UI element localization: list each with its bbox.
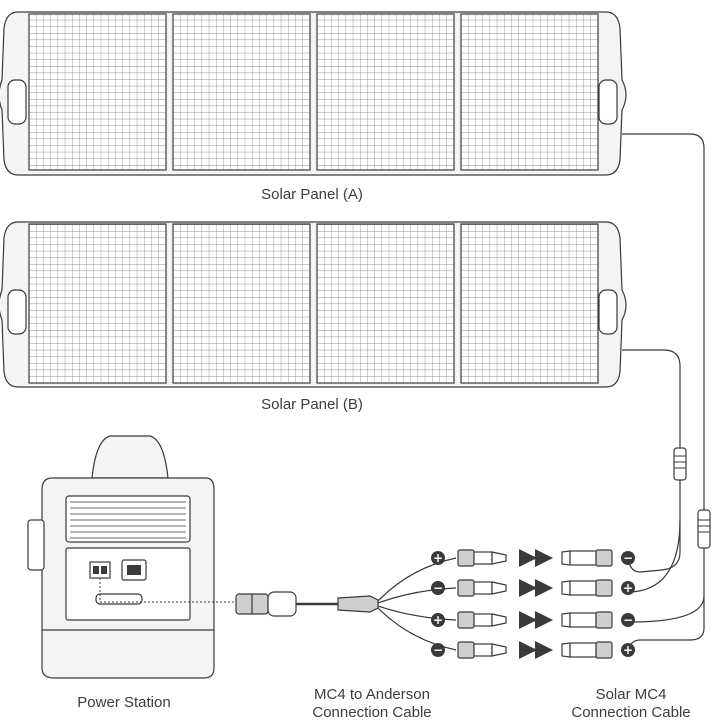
mc4-anderson-cable-label-line1: MC4 to Anderson [314,686,430,703]
panel-a-handle-left [7,79,27,125]
branch-wire-4 [377,607,457,651]
solar-mc4-cable-label-line2: Connection Cable [571,704,691,721]
left-polarity-symbol-2: − [433,581,443,595]
panel-b-module-1 [28,223,167,384]
right-connector-2 [561,579,613,597]
panel-b-module-3 [316,223,455,384]
panel-a-branch [629,595,705,623]
left-polarity-badge-4 [431,643,445,657]
panel-b-cable [622,349,681,448]
left-polarity-badge-1 [431,551,445,565]
mc4-to-anderson-cable [235,557,457,651]
solar-panel-b-label: Solar Panel (B) [261,396,363,413]
panel-a-module-4 [460,13,599,171]
port-cover-slot [95,593,143,605]
right-polarity-badges: − + − + [621,551,635,657]
panel-a-cable-lower [627,548,705,653]
left-polarity-badge-2 [431,581,445,595]
solar-panel-a [0,11,627,176]
right-polarity-badge-1 [621,551,635,565]
mc4-anderson-cable-label-line2: Connection Cable [312,704,432,721]
power-station-front-panel [65,547,191,621]
inline-connector-b-ridges [674,455,686,469]
panel-b-branch [629,519,681,593]
panel-a-handle-right [598,79,618,125]
panel-a-cable [622,133,705,510]
ac-input-port-inner [127,565,141,575]
branch-wire-3 [377,605,457,621]
panel-a-module-1 [28,13,167,171]
anderson-port-left-pin [93,566,99,574]
power-station-vent [65,495,191,543]
right-polarity-symbol-2: + [623,581,633,595]
left-polarity-badges: + − + − [431,551,445,657]
left-connector-1 [457,549,507,567]
connection-arrows [519,549,553,659]
right-polarity-badge-4 [621,643,635,657]
right-connector-4 [561,641,613,659]
right-polarity-badge-3 [621,613,635,627]
power-station [27,435,215,679]
power-station-vent-lines [70,501,186,539]
right-connector-3 [561,611,613,629]
panel-a-module-3 [316,13,455,171]
left-connector-4 [457,641,507,659]
solar-panel-a-label: Solar Panel (A) [261,186,363,203]
port-dotted-link [99,578,236,603]
inline-connector-a-ridges [698,519,710,533]
power-station-handle [91,435,169,479]
left-polarity-symbol-4: − [433,643,443,657]
left-connector-3 [457,611,507,629]
panel-b-handle-left [7,289,27,335]
cable-splitter [337,595,379,613]
right-polarity-badge-2 [621,581,635,595]
left-mc4-connectors [457,549,507,659]
panel-b-handle-right [598,289,618,335]
panel-b-module-4 [460,223,599,384]
left-polarity-badge-3 [431,613,445,627]
inline-connector-a [697,509,711,549]
power-station-side-grip [27,519,45,571]
left-polarity-symbol-3: + [433,613,443,627]
right-connector-1 [561,549,613,567]
right-polarity-symbol-1: − [623,551,633,565]
right-mc4-connectors [561,549,613,659]
panel-cables [622,133,705,653]
left-connector-2 [457,579,507,597]
branch-wire-2 [377,587,457,604]
inline-connector-b [673,447,687,481]
branch-wire-1 [377,557,457,602]
right-polarity-symbol-4: + [623,643,633,657]
panel-b-module-2 [172,223,311,384]
panel-a-module-2 [172,13,311,171]
anderson-plug-boot [267,591,297,617]
solar-panel-b [0,221,627,388]
inline-connectors [673,447,711,549]
solar-mc4-cable-label-line1: Solar MC4 [595,686,667,703]
right-polarity-symbol-3: − [623,613,633,627]
panel-b-cable-lower [627,480,681,573]
power-station-label: Power Station [77,694,171,711]
left-polarity-symbol-1: + [433,551,443,565]
anderson-port-right-pin [101,566,107,574]
